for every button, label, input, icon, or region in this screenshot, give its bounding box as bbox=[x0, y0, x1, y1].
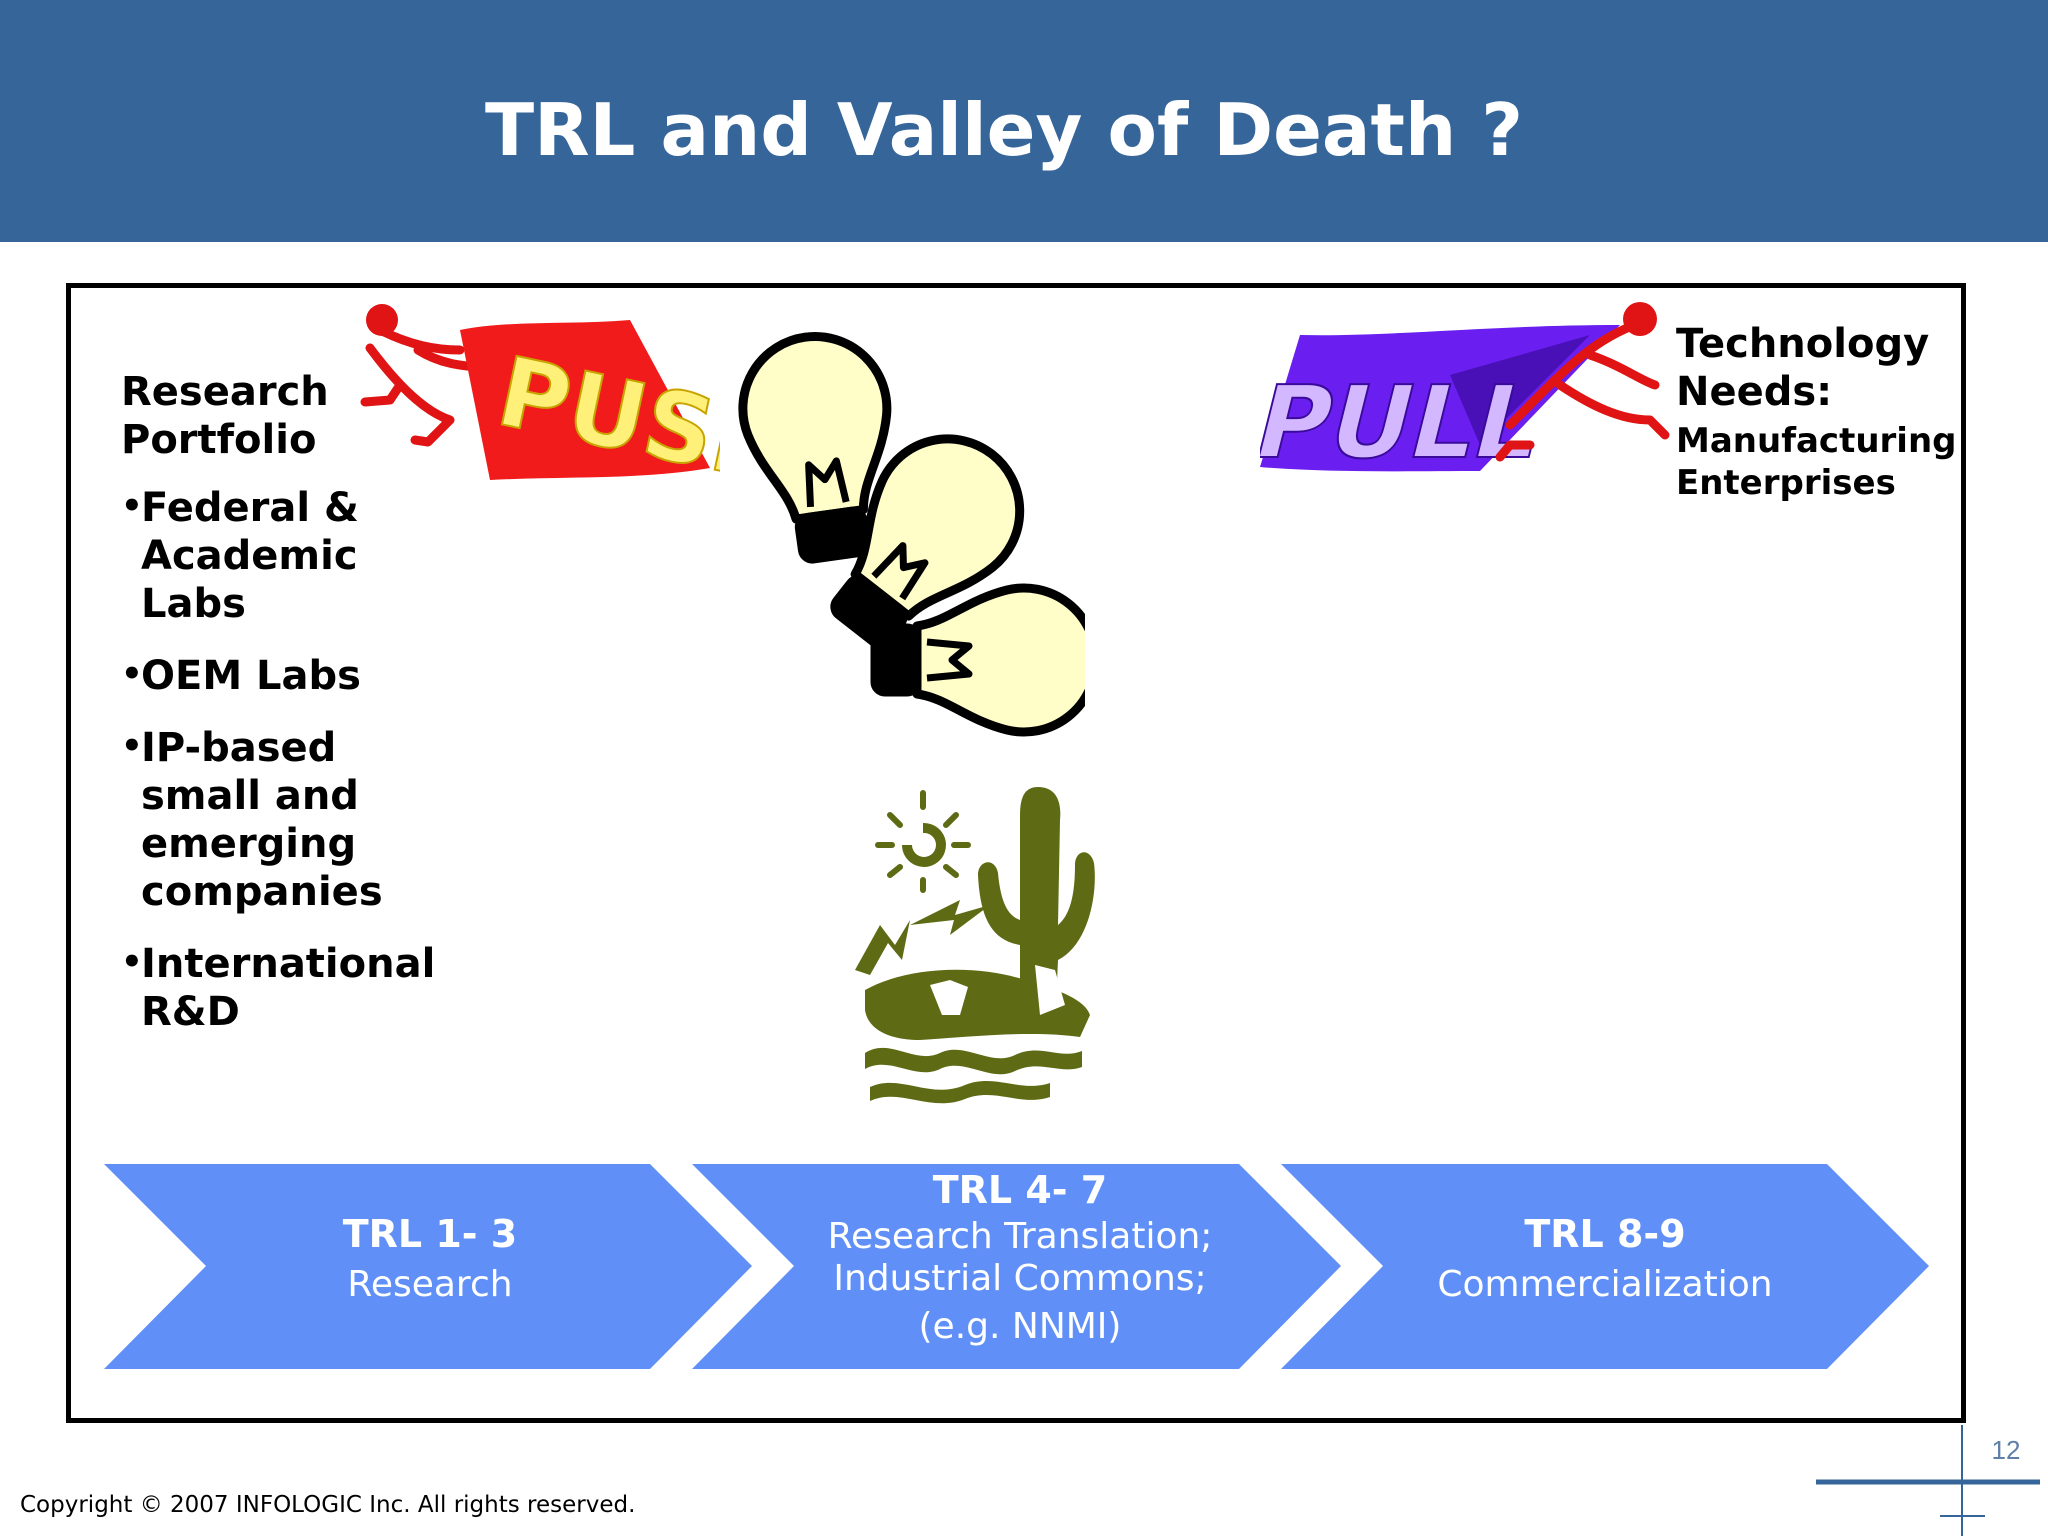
push-banner bbox=[460, 320, 710, 480]
bullet-item: IP-based small and emerging companies bbox=[121, 722, 421, 916]
research-portfolio-heading: Research Portfolio bbox=[121, 369, 329, 463]
chevron-line: Commercialization bbox=[1437, 1264, 1773, 1305]
desert-cactus-icon bbox=[855, 787, 1095, 1104]
bullet-item: International R&D bbox=[121, 938, 435, 1036]
content-frame bbox=[66, 283, 1966, 1423]
chevron-line: (e.g. NNMI) bbox=[918, 1306, 1122, 1347]
light-bulbs-icon bbox=[738, 332, 1085, 737]
chevron-title: TRL 8-9 bbox=[1524, 1212, 1686, 1256]
chevron-line: Research bbox=[347, 1264, 513, 1305]
bullet-item: Federal & Academic Labs bbox=[121, 482, 421, 628]
chevron-line: Research Translation; bbox=[827, 1216, 1213, 1257]
technology-needs-panel: Technology Needs: Manufacturing Enterpri… bbox=[1676, 320, 1976, 504]
technology-needs-heading: Technology Needs: bbox=[1676, 321, 1930, 415]
chevron-text-trl-1-3: TRL 1- 3 Research bbox=[230, 1210, 630, 1306]
chevron-text-trl-8-9: TRL 8-9 Commercialization bbox=[1405, 1210, 1805, 1306]
pull-figure-icon: PULL bbox=[1260, 302, 1670, 482]
slide-title: TRL and Valley of Death ? bbox=[484, 88, 1524, 172]
pull-label: PULL bbox=[1260, 364, 1555, 480]
copyright-notice: Copyright © 2007 INFOLOGIC Inc. All righ… bbox=[20, 1492, 636, 1518]
push-figure-icon: PUSH bbox=[360, 304, 720, 490]
chevron-title: TRL 1- 3 bbox=[342, 1212, 518, 1256]
chevron-title: TRL 4- 7 bbox=[932, 1168, 1108, 1212]
title-band bbox=[0, 0, 2048, 242]
chevron-line: Industrial Commons; bbox=[833, 1258, 1207, 1299]
research-portfolio-panel: Research Portfolio Federal & Academic La… bbox=[121, 368, 435, 1060]
page-number: 12 bbox=[1991, 1435, 2021, 1465]
bullet-item: OEM Labs bbox=[121, 650, 421, 700]
manufacturing-enterprises-label: Manufacturing Enterprises bbox=[1676, 421, 1957, 503]
chevron-text-trl-4-7: TRL 4- 7 Research Translation; Industria… bbox=[790, 1166, 1250, 1348]
